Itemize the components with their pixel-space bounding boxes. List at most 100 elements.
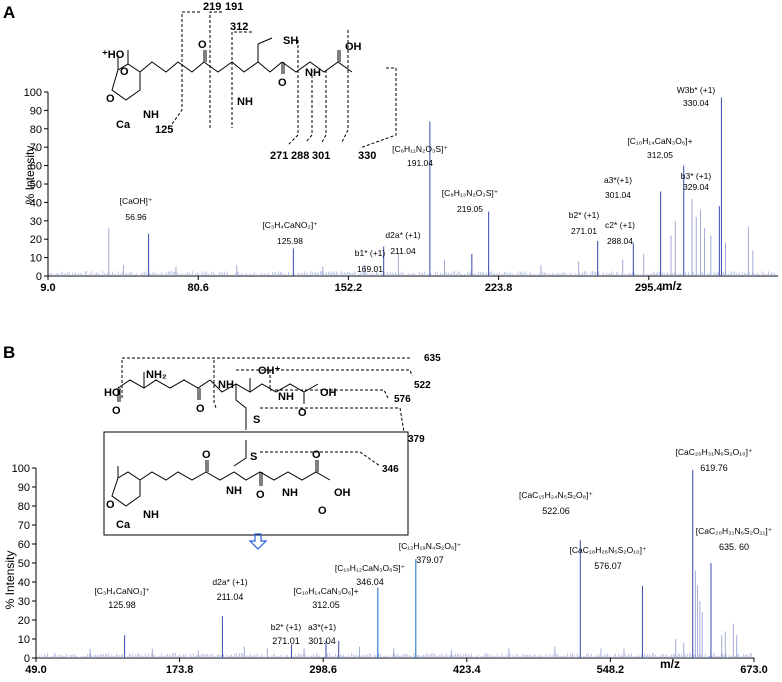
panel-a: A % Intensity m/z 0102030405060708090100… [3, 1, 778, 294]
y-tick-label: 90 [18, 482, 30, 494]
panel-a-letter: A [3, 3, 15, 22]
peak-mz-label: 271.01 [272, 636, 300, 646]
panel-a-peak-labels: [CaOH]⁺ 56.96 [C₃H₄CaNO₂]⁺ 125.98 b1* (+1) 16… [120, 85, 716, 274]
x-tick-label: 173.8 [166, 664, 194, 676]
peak-annotation: [CaOH]⁺ [120, 196, 153, 206]
panel-a-x-axis-label: m/z [662, 279, 682, 293]
y-tick-label: 50 [18, 558, 30, 570]
svg-text:NH: NH [143, 509, 159, 521]
peak-mz-label: 56.96 [125, 212, 147, 222]
svg-text:O: O [112, 405, 121, 417]
svg-text:SH: SH [283, 35, 298, 47]
peak-mz-label: 125.98 [108, 600, 136, 610]
svg-text:O: O [278, 77, 287, 89]
x-tick-label: 49.0 [25, 664, 46, 676]
svg-text:⁺HO: ⁺HO [102, 49, 125, 61]
peak-mz-label: 211.04 [217, 592, 244, 602]
panel-a-fragment-labels: 219 191 312 125 271 288 301 330 [155, 1, 376, 162]
peak-mz-label: 288.04 [607, 236, 633, 246]
svg-text:O: O [312, 449, 321, 461]
peak-mz-label: 219.05 [457, 204, 483, 214]
peak-mz-label: 346.04 [356, 577, 384, 587]
peak-mz-label: 522.06 [542, 506, 570, 516]
y-tick-label: 90 [30, 105, 42, 117]
peak-annotation: b2* (+1) [569, 210, 600, 220]
svg-text:NH: NH [237, 96, 253, 108]
peak-mz-label: 330.04 [683, 98, 709, 108]
x-tick-label: 298.6 [309, 664, 337, 676]
peak-annotation: [C₁₀H₁₄CaN₃O₆]+ [627, 136, 692, 146]
x-tick-label: 423.4 [453, 664, 481, 676]
peak-annotation: [C₃H₄CaNO₂]⁺ [262, 220, 318, 230]
y-tick-label: 40 [30, 197, 42, 209]
svg-text:NH: NH [305, 67, 321, 79]
peak-annotation: [C₈H₁₃N₂O₃S]⁺ [442, 188, 499, 198]
y-tick-label: 20 [18, 615, 30, 627]
peak-mz-label: 271.01 [571, 226, 597, 236]
peak-annotation: b2* (+1) [271, 622, 302, 632]
peak-annotation: W3b* (+1) [677, 85, 716, 95]
x-tick-label: 152.2 [335, 282, 363, 294]
panel-b-fragment-labels: 635 522 576 379 346 [382, 353, 441, 475]
svg-text:346: 346 [382, 464, 399, 475]
svg-text:O: O [196, 403, 205, 415]
peak-mz-label: 169.01 [357, 264, 383, 274]
panel-a-peaks [49, 97, 776, 276]
panel-b-peaks [37, 469, 752, 658]
peak-annotation: d2a* (+1) [212, 577, 247, 587]
down-arrow-icon [248, 533, 268, 550]
y-tick-label: 20 [30, 234, 42, 246]
y-tick-label: 100 [24, 87, 42, 99]
peak-annotation: b3* (+1) [681, 171, 712, 181]
peak-mz-label: 635. 60 [719, 542, 749, 552]
y-tick-label: 30 [18, 596, 30, 608]
panel-b-structure-labels: NH₂ HO O NH OH⁺ O NH O OH S S O O Ca NH … [104, 365, 351, 531]
peak-annotation: a3*(+1) [604, 175, 632, 185]
y-tick-label: 30 [30, 216, 42, 228]
svg-text:288: 288 [291, 150, 309, 162]
panel-b-x-axis-label: m/z [660, 657, 680, 671]
peak-annotation: [C₁₀H₁₂CaN₃O₆S]⁺ [335, 563, 406, 573]
x-tick-label: 295.4 [635, 282, 663, 294]
y-tick-label: 10 [30, 253, 42, 265]
peak-annotation: [CaC₂₀H₃₁N₆S₂O₁₁]⁺ [696, 526, 773, 536]
svg-text:O: O [202, 449, 211, 461]
svg-text:NH: NH [143, 109, 159, 121]
peak-annotation: b1* (+1) [355, 248, 386, 258]
peak-mz-label: 211.04 [390, 246, 416, 256]
svg-text:OH: OH [334, 487, 351, 499]
panel-b-y-axis-label: % Intensity [3, 551, 17, 610]
x-tick-label: 673.0 [740, 664, 768, 676]
y-tick-label: 80 [18, 501, 30, 513]
peak-annotation: [C₁₂H₁₉N₄S₂O₆]⁺ [399, 541, 462, 551]
peak-mz-label: 619.76 [700, 463, 728, 473]
panel-b-structure [103, 357, 413, 550]
svg-text:635: 635 [424, 353, 441, 364]
y-tick-label: 60 [18, 539, 30, 551]
svg-text:O: O [198, 39, 207, 51]
svg-text:271: 271 [270, 150, 288, 162]
peak-mz-label: 125.98 [277, 236, 303, 246]
svg-text:NH: NH [278, 391, 294, 403]
svg-text:301: 301 [312, 150, 330, 162]
svg-text:O: O [256, 489, 265, 501]
svg-text:125: 125 [155, 124, 173, 136]
y-tick-label: 60 [30, 161, 42, 173]
peak-annotation: [C₆H₁₁N₂O₃S]⁺ [392, 144, 448, 154]
peak-mz-label: 312.05 [647, 150, 673, 160]
y-tick-label: 40 [18, 577, 30, 589]
y-tick-label: 50 [30, 179, 42, 191]
x-tick-label: 9.0 [40, 282, 55, 294]
peak-mz-label: 301.04 [308, 636, 336, 646]
y-tick-label: 0 [24, 653, 30, 665]
y-tick-label: 80 [30, 124, 42, 136]
panel-b-letter: B [3, 343, 15, 362]
peak-annotation: d2a* (+1) [385, 230, 420, 240]
x-tick-label: 223.8 [485, 282, 513, 294]
panel-a-structure [111, 11, 397, 149]
svg-text:O: O [106, 93, 115, 105]
svg-text:O: O [106, 499, 115, 511]
panel-a-structure-labels: ⁺HO O O Ca NH NH SH NH OH O O [102, 35, 362, 131]
